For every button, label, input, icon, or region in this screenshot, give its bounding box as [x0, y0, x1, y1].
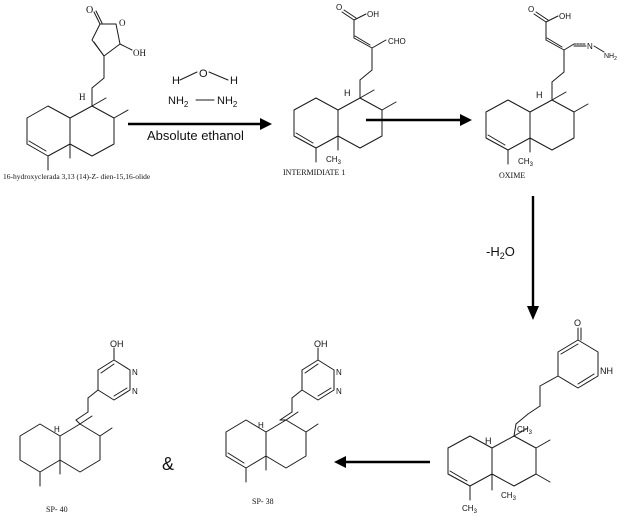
- oxime-ch3: CH: [518, 157, 530, 166]
- sp38-n1: N: [336, 368, 342, 377]
- dehydration-sub: 2: [500, 251, 505, 261]
- reagent-sub2-right: 2: [233, 100, 238, 109]
- ampersand: &: [162, 454, 174, 474]
- intermediate-ch3: CH: [326, 155, 338, 164]
- intermediate-cho: CHO: [388, 37, 406, 46]
- oxime-label: OXIME: [499, 171, 525, 180]
- reaction-arrow-1: [128, 118, 272, 130]
- svg-text:CH3: CH3: [462, 504, 478, 515]
- sp40-compound: OH N N H SP- 40: [19, 339, 138, 514]
- oxime-n: N: [587, 42, 593, 51]
- start-carbonyl-o: O: [86, 5, 93, 16]
- sp40-oh: OH: [110, 339, 124, 349]
- pyridazinone-ch3-b: CH: [462, 504, 474, 513]
- oxime-sub2: 2: [614, 56, 617, 62]
- intermediate-label: INTERMIDIATE 1: [283, 168, 345, 177]
- sp38-oh: OH: [314, 339, 328, 349]
- reagent-hydrazine: H O H NH2 NH2: [168, 68, 238, 109]
- oxime-acid-oh: OH: [559, 12, 571, 21]
- sp40-label: SP- 40: [46, 505, 68, 514]
- start-ring-o: O: [119, 18, 126, 28]
- reagent-h-right: H: [230, 75, 238, 87]
- sp40-n1: N: [132, 368, 138, 377]
- intermediate-acid-oh: OH: [367, 10, 379, 19]
- reaction-arrow-4: [334, 456, 430, 468]
- sp40-h: H: [54, 425, 60, 434]
- dehydration-suffix: O: [505, 244, 515, 259]
- intermediate-compound: O OH CHO H CH3 INTERMIDIATE 1: [283, 3, 406, 177]
- svg-text:CH3: CH3: [501, 491, 517, 502]
- oxime-compound: O OH N NH2 H CH3 OXIME: [485, 5, 617, 180]
- reagent-o: O: [199, 68, 208, 80]
- condition-label: Absolute ethanol: [147, 128, 244, 143]
- svg-text:CH3: CH3: [326, 155, 342, 166]
- sp38-h: H: [258, 421, 264, 430]
- reaction-arrow-2: [366, 114, 472, 126]
- pyridazinone-compound: O NH N H CH3 CH3 CH3: [447, 318, 613, 515]
- start-compound: O O OH H 16-hydroxyclerada 3,13 (14)-Z- …: [3, 5, 151, 181]
- pyridazinone-nh: NH: [600, 366, 613, 376]
- sp38-label: SP- 38: [252, 497, 274, 506]
- oxime-nh2: NH: [604, 53, 614, 60]
- svg-text:CH3: CH3: [518, 157, 534, 168]
- oxime-h: H: [536, 90, 543, 100]
- pyridazinone-ch3-c: CH: [517, 425, 529, 434]
- oxime-acid-o: O: [528, 5, 534, 14]
- pyridazinone-o: O: [574, 318, 581, 328]
- dehydration-prefix: -H: [486, 244, 500, 259]
- pyridazinone-sub3-a: 3: [513, 496, 517, 502]
- start-compound-label: 16-hydroxyclerada 3,13 (14)-Z- dien-15,1…: [3, 172, 151, 181]
- pyridazinone-sub3-b: 3: [474, 509, 478, 515]
- svg-text:CH3: CH3: [517, 425, 533, 436]
- intermediate-acid-o: O: [336, 3, 342, 12]
- start-oh: OH: [133, 48, 146, 58]
- oxime-sub3: 3: [530, 162, 534, 168]
- pyridazinone-h: H: [485, 436, 492, 446]
- svg-text:NH2: NH2: [217, 95, 238, 109]
- pyridazinone-ch3-a: CH: [501, 491, 513, 500]
- svg-text:NH2: NH2: [604, 53, 617, 62]
- start-h: H: [79, 92, 86, 102]
- sp38-n2: N: [336, 387, 342, 396]
- pyridazinone-sub3-c: 3: [529, 430, 533, 436]
- reagent-h-left: H: [172, 75, 180, 87]
- reagent-nh2-left: NH: [168, 95, 184, 107]
- svg-text:-H2O: -H2O: [486, 244, 515, 261]
- intermediate-sub3: 3: [338, 160, 342, 166]
- sp40-n2: N: [132, 387, 138, 396]
- sp38-compound: OH N N H SP- 38: [225, 339, 342, 506]
- reaction-arrow-3: [527, 196, 539, 320]
- svg-text:NH2: NH2: [168, 95, 189, 109]
- intermediate-h: H: [344, 88, 351, 98]
- reagent-nh2-right: NH: [217, 95, 233, 107]
- reagent-sub2-left: 2: [184, 100, 189, 109]
